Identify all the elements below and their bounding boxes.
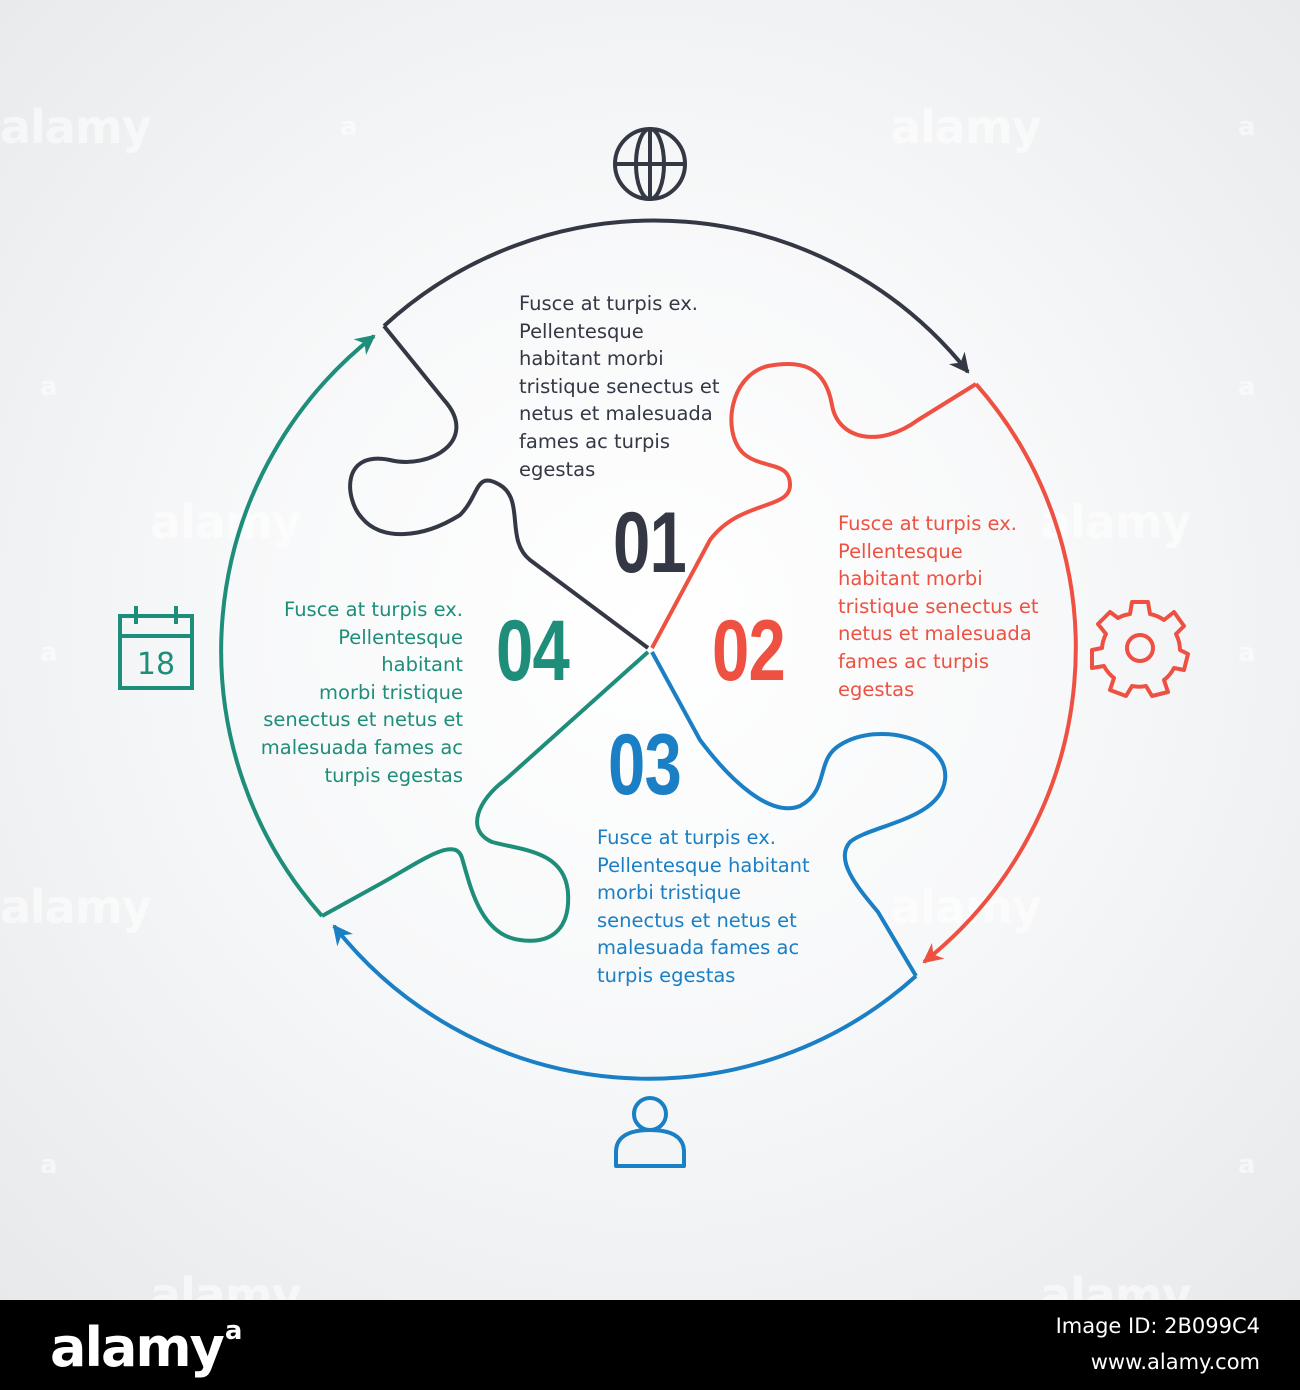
segment-01-number: 01 [613, 495, 687, 591]
watermark: alamy [0, 880, 152, 934]
segment-04-number: 04 [496, 603, 570, 699]
puzzle-cycle-diagram: 18 [118, 127, 1190, 1168]
watermark-mark: a [40, 638, 58, 668]
watermark-mark: a [40, 1150, 58, 1180]
footer-logo-word: alamy [50, 1316, 225, 1379]
segment-01-text: Fusce at turpis ex. Pellentesque habitan… [519, 292, 720, 481]
watermark: alamy [890, 100, 1042, 154]
arc-03 [332, 924, 918, 1081]
watermark-mark: a [340, 112, 358, 142]
watermark-mark: a [1238, 638, 1256, 668]
puzzle-edge-02 [650, 361, 978, 649]
puzzle-edge-03 [650, 651, 948, 978]
watermark: alamy [150, 1268, 302, 1300]
globe-icon [613, 127, 687, 201]
segment-02-number: 02 [712, 603, 786, 699]
watermark: alamy [150, 495, 302, 549]
watermark-mark: a [40, 372, 58, 402]
segment-02-text: Fusce at turpis ex. Pellentesque habitan… [838, 512, 1039, 701]
segment-04-text: Fusce at turpis ex. Pellentesque habitan… [260, 598, 463, 787]
user-icon [614, 1096, 686, 1168]
calendar-day: 18 [137, 647, 175, 682]
footer-logo-mark: a [224, 1316, 242, 1346]
footer-image-id: Image ID: 2B099C4 [1055, 1314, 1260, 1338]
footer-bar: alamya Image ID: 2B099C4 www.alamy.com [0, 1300, 1300, 1390]
puzzle-edge-04 [321, 650, 650, 943]
segment-03-text: Fusce at turpis ex. Pellentesque habitan… [597, 826, 810, 987]
watermark-mark: a [1238, 1150, 1256, 1180]
footer-logo: alamya [50, 1316, 242, 1379]
arc-04 [219, 334, 376, 918]
segment-03-number: 03 [608, 717, 682, 813]
puzzle-edge-01 [348, 324, 650, 650]
watermark: alamy [1040, 1268, 1192, 1300]
watermark-mark: a [1238, 112, 1256, 142]
arc-01 [382, 218, 970, 374]
watermark: alamy [1040, 495, 1192, 549]
gear-icon [1090, 600, 1190, 698]
footer-url: www.alamy.com [1090, 1350, 1260, 1374]
arc-02 [922, 382, 1078, 964]
watermark: alamy [0, 100, 152, 154]
infographic-canvas: alamy alamy alamy alamy alamy alamy alam… [0, 0, 1300, 1300]
watermark-mark: a [1238, 372, 1256, 402]
calendar-icon: 18 [118, 606, 194, 690]
